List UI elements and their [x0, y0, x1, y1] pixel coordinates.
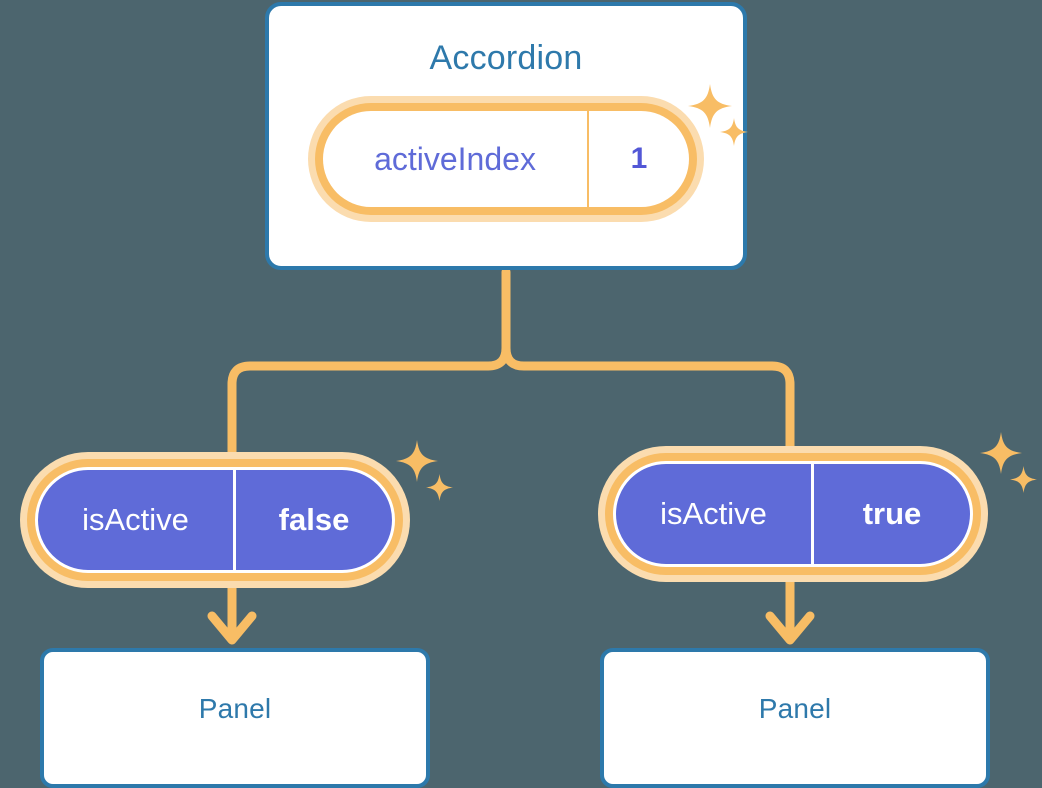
state-pill-key: activeIndex — [323, 111, 589, 207]
pill-ring: activeIndex 1 — [315, 103, 697, 215]
panel-card-right[interactable]: Panel — [600, 648, 990, 788]
sparkle-four-point-large-icon — [396, 440, 438, 482]
page-title: Accordion — [429, 39, 583, 77]
sparkle-four-point-small-icon — [426, 474, 453, 501]
state-pill-is-active-right[interactable]: isActive true — [598, 446, 988, 582]
arrow-down-icon — [207, 588, 257, 645]
diagram-canvas: Accordion activeIndex 1 isActive false — [20, 2, 1037, 788]
pill-body: activeIndex 1 — [323, 111, 689, 207]
pill-ring: isActive true — [605, 453, 981, 575]
state-pill-key: isActive — [616, 464, 814, 564]
pill-body: isActive true — [613, 461, 973, 567]
pill-body: isActive false — [35, 467, 395, 573]
state-pill-value: false — [278, 502, 350, 537]
arrow-down-icon — [765, 582, 815, 645]
sparkle-four-point-large-icon — [980, 432, 1022, 474]
state-pill-active-index[interactable]: activeIndex 1 — [308, 96, 704, 222]
panel-title: Panel — [758, 693, 832, 724]
state-pill-value: true — [862, 496, 922, 531]
pill-ring: isActive false — [27, 459, 403, 581]
panel-title: Panel — [198, 693, 272, 724]
state-pill-key: isActive — [38, 470, 236, 570]
sparkle-four-point-small-icon — [1010, 466, 1037, 493]
state-pill-value: 1 — [630, 142, 648, 175]
state-pill-is-active-left[interactable]: isActive false — [20, 452, 410, 588]
panel-card-left[interactable]: Panel — [40, 648, 430, 788]
